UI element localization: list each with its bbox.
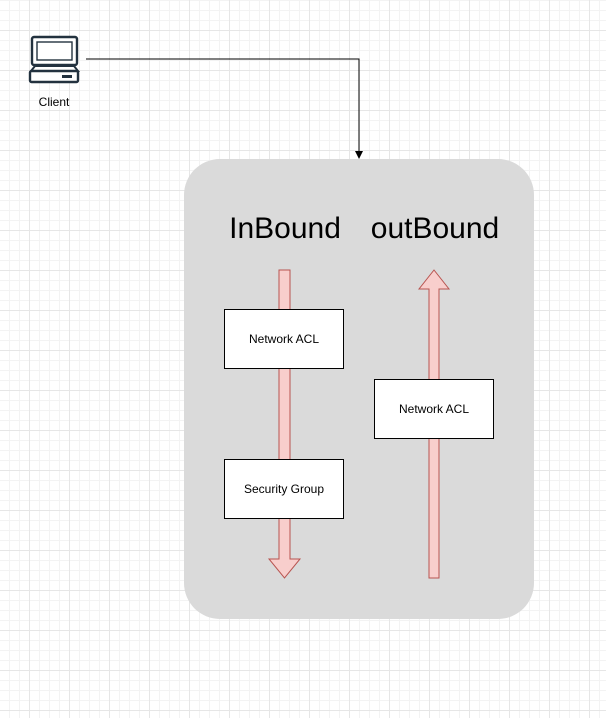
inbound-security-group-box[interactable]: Security Group	[224, 459, 344, 519]
outbound-network-acl-box[interactable]: Network ACL	[374, 379, 494, 439]
inbound-title: InBound	[229, 212, 341, 245]
inbound-network-acl-box[interactable]: Network ACL	[224, 309, 344, 369]
computer-icon	[28, 35, 81, 84]
client-connector-arrowhead	[355, 151, 363, 159]
client-label: Client	[38, 95, 70, 109]
client-connector-line	[86, 58, 360, 153]
outbound-title: outBound	[370, 212, 500, 245]
